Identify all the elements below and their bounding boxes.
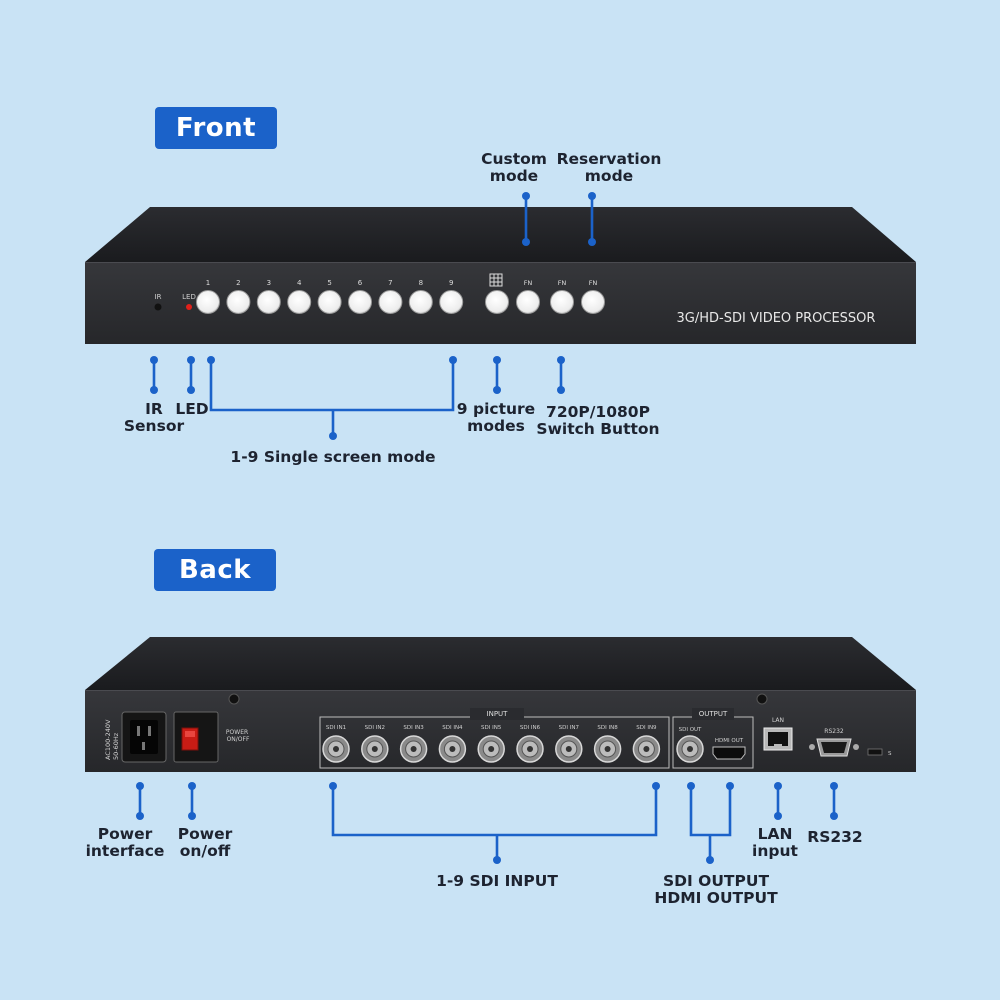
nine-picture-button[interactable] [485, 290, 509, 314]
sdi-in-3-label: SDI IN3 [403, 725, 424, 731]
power-rating-label: AC100-240V 50-60Hz [104, 717, 120, 760]
sdi-in-9-label: SDI IN9 [636, 725, 657, 731]
grid-icon [489, 273, 503, 287]
power-switch-label: POWER ON/OFF [226, 729, 250, 743]
sdi-in-4-connector[interactable] [438, 735, 467, 763]
channel-6-label: 6 [358, 279, 363, 287]
power-socket[interactable] [121, 711, 167, 763]
front-callout-lines [150, 192, 596, 440]
channel-3-button[interactable] [256, 290, 281, 314]
back-callout-lines [136, 782, 838, 864]
front-led-label: LED [182, 293, 196, 301]
channel-5-label: 5 [327, 279, 331, 287]
hdmi-out-label: HDMI OUT [715, 738, 744, 744]
lan-port[interactable] [763, 727, 793, 751]
sdi-out-label: SDI OUT [679, 727, 702, 733]
input-group-label: INPUT [487, 710, 509, 718]
channel-9-button[interactable] [439, 290, 464, 314]
fn-2-label: FN [558, 279, 567, 287]
front-ir-label: IR [155, 293, 162, 301]
sdi-in-1-label: SDI IN1 [326, 725, 346, 731]
rs232-port[interactable] [809, 738, 859, 757]
front-unit: IR LED 1 2 3 4 5 6 7 8 9 FN FN FN 3G/HD-SDI VIDEO P… [85, 207, 916, 344]
channel-1-label: 1 [206, 279, 210, 287]
channel-3-label: 3 [267, 279, 271, 287]
channel-7-label: 7 [388, 279, 392, 287]
back-section-label: Back [154, 549, 276, 591]
sdi-in-2-connector[interactable] [361, 735, 389, 763]
channel-8-label: 8 [419, 279, 423, 287]
channel-1-button[interactable] [196, 290, 220, 314]
small-switch[interactable] [867, 748, 883, 756]
callout-led: LED [175, 400, 209, 418]
back-unit-top [85, 637, 916, 690]
sdi-out-connector[interactable] [676, 735, 704, 763]
back-unit: AC100-240V 50-60Hz POWER ON/OFF [85, 637, 916, 772]
callout-sdi-input: 1-9 SDI INPUT [436, 872, 558, 890]
sdi-in-9-connector[interactable] [632, 735, 661, 763]
callout-single-screen: 1-9 Single screen mode [230, 448, 436, 466]
lan-label: LAN [772, 717, 784, 724]
sdi-in-3-connector[interactable] [399, 735, 428, 763]
sdi-in-6-connector[interactable] [516, 735, 544, 763]
callout-rs232: RS232 [807, 828, 863, 846]
power-switch[interactable] [173, 711, 219, 763]
sdi-in-1-connector[interactable] [322, 735, 350, 763]
fn-3-label: FN [589, 279, 598, 287]
ir-sensor [154, 303, 162, 311]
channel-7-button[interactable] [378, 290, 403, 314]
fn-3-button[interactable] [581, 290, 605, 314]
fn-2-button[interactable] [550, 290, 574, 314]
channel-2-label: 2 [236, 279, 240, 287]
sdi-in-2-label: SDI IN2 [365, 725, 385, 731]
channel-8-button[interactable] [408, 290, 433, 314]
rs232-port-label: RS232 [824, 728, 844, 735]
fn-1-button[interactable] [516, 290, 540, 314]
channel-2-button[interactable] [226, 290, 251, 314]
output-group-label: OUTPUT [699, 710, 728, 718]
sdi-in-4-label: SDI IN4 [442, 725, 463, 731]
s-label: S [888, 751, 892, 757]
fn-1-label: FN [524, 279, 533, 287]
channel-6-button[interactable] [348, 290, 372, 314]
sdi-in-5-connector[interactable] [477, 735, 505, 763]
channel-4-button[interactable] [287, 290, 312, 314]
hdmi-out-port[interactable] [712, 746, 746, 760]
sdi-in-8-label: SDI IN8 [597, 725, 618, 731]
sdi-in-8-connector[interactable] [593, 735, 622, 763]
front-unit-top [85, 207, 916, 262]
channel-5-button[interactable] [317, 290, 342, 314]
led-indicator [186, 304, 192, 310]
sdi-in-7-connector[interactable] [555, 735, 583, 763]
front-section-label: Front [155, 107, 277, 149]
sdi-in-7-label: SDI IN7 [559, 725, 580, 731]
channel-9-label: 9 [449, 279, 453, 287]
channel-4-label: 4 [297, 279, 302, 287]
sdi-in-5-label: SDI IN5 [481, 725, 502, 731]
sdi-in-6-label: SDI IN6 [520, 725, 541, 731]
model-text: 3G/HD-SDI VIDEO PROCESSOR [677, 311, 876, 326]
